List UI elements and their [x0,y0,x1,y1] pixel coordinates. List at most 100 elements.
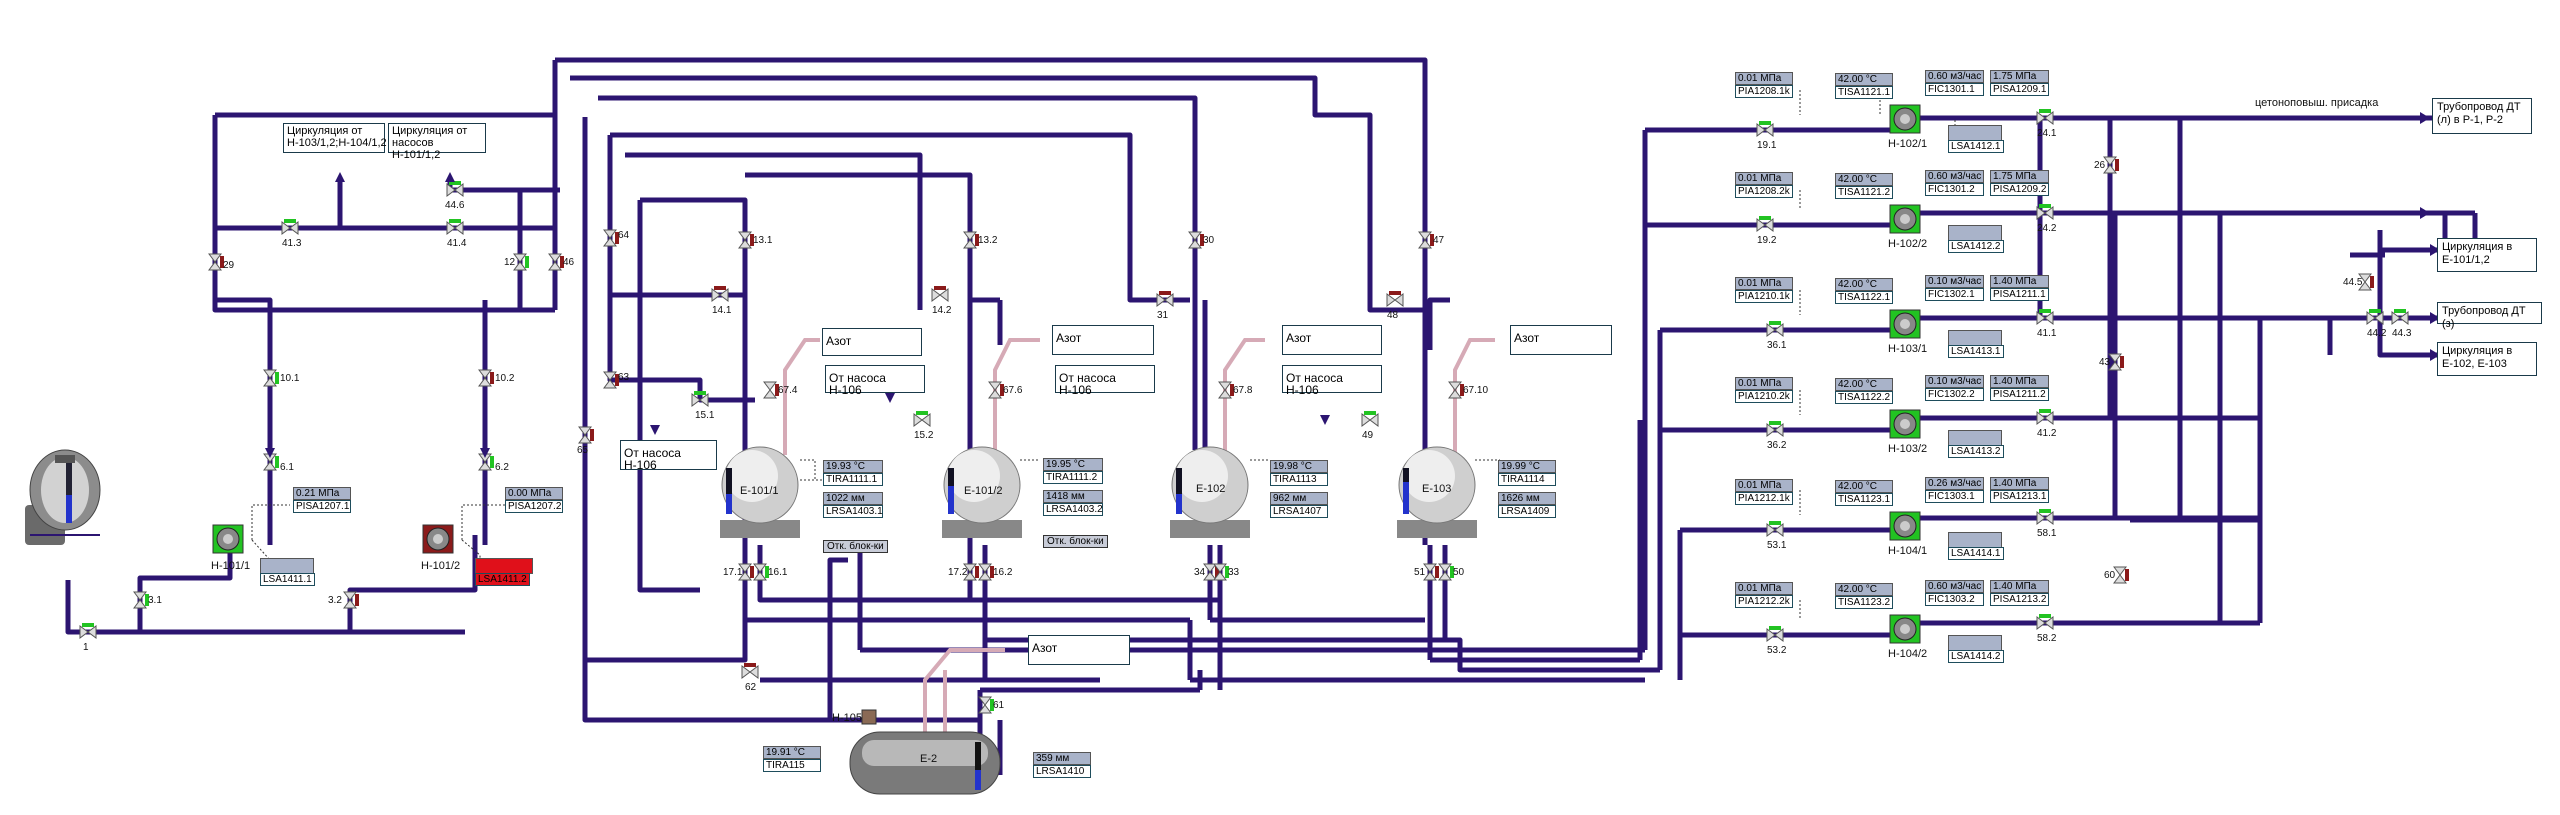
interlock-off-2[interactable]: Отк. блок-ки [1043,535,1108,548]
valve-v1-body[interactable] [79,625,97,639]
pump-hub-icon [1900,319,1910,329]
valve-v3_1-body[interactable] [133,591,147,609]
valve-v64-label: 64 [618,230,630,241]
valve-v47-body[interactable] [1418,231,1432,249]
vessel-e102 [1170,446,1250,538]
valve-v13_2-body[interactable] [963,231,977,249]
valve-v49-body[interactable] [1361,413,1379,427]
valve-v15_2-state [916,411,928,415]
pump-h101-2-name: Н-101/2 [421,560,461,572]
output-pipeline-z-label: Трубопровод ДТ (з) [2442,305,2526,330]
valve-v17_1-label: 17.1 [723,567,743,578]
valve-v29-body[interactable] [208,253,222,271]
tank-truck [25,449,101,545]
valve-v15_2-body[interactable] [913,413,931,427]
valve-v62-body[interactable] [741,665,759,679]
valve-v53_1-body[interactable] [1766,523,1784,537]
valve-v24_2-body[interactable] [2036,206,2054,220]
valve-v24_1-body[interactable] [2036,111,2054,125]
valve-v46-state [560,256,564,268]
valve-v44_2-label: 44.2 [2367,328,2387,339]
valve-v47-label: 47 [1433,235,1445,246]
valve-v41_3-body[interactable] [281,221,299,235]
valve-v53_2-body[interactable] [1766,628,1784,642]
tank-e101-1-name: Е-101/1 [740,485,779,497]
level-h101-2-alarm [475,558,533,574]
output-pipeline-z[interactable]: Трубопровод ДТ (з) [2437,302,2542,330]
output-circ-e102[interactable]: Циркуляция в Е-102, Е-103 [2437,342,2537,376]
pump-hub-icon [1900,114,1910,124]
valve-v67_8-body[interactable] [1218,381,1232,399]
valve-v44_5-body[interactable] [2358,273,2372,291]
valve-v29-state [220,256,224,268]
valve-v63-body[interactable] [603,371,617,389]
valve-v36_1-body[interactable] [1766,323,1784,337]
valve-v44_6-state [449,181,461,185]
valve-v58_1-body[interactable] [2036,511,2054,525]
valve-v3_2-body[interactable] [343,591,357,609]
valve-v14_2-state [934,286,946,290]
valve-v67_6-body[interactable] [988,381,1002,399]
valve-v61-state [990,699,994,711]
valve-v44_3-body[interactable] [2391,311,2409,325]
valve-v51-body[interactable] [1423,563,1437,581]
valve-v48-body[interactable] [1386,293,1404,307]
output-pipeline-p[interactable]: Трубопровод ДТ (л) в Р-1, Р-2 [2432,98,2532,134]
valve-v12-body[interactable] [513,253,527,271]
valve-v36_2-body[interactable] [1766,423,1784,437]
valve-v13_1-body[interactable] [738,231,752,249]
valve-v65-body[interactable] [578,426,592,444]
valve-v16_1-body[interactable] [753,563,767,581]
pump-1-level-bar [1948,225,2002,241]
valve-v16_2-body[interactable] [978,563,992,581]
valve-v41_4-body[interactable] [446,221,464,235]
circ-h103-label: Циркуляция от Н-103/1,2;Н-104/1,2 [283,123,387,153]
valve-v43-body[interactable] [2108,353,2122,371]
valve-v50-body[interactable] [1438,563,1452,581]
valve-v41_4-label: 41.4 [447,238,467,249]
valve-v67_10-body[interactable] [1448,381,1462,399]
output-circ-e101[interactable]: Циркуляция в Е-101/1,2 [2437,238,2537,272]
valve-v15_1-body[interactable] [691,393,709,407]
valve-v61-body[interactable] [978,696,992,714]
valve-v14_1-body[interactable] [711,288,729,302]
valve-v17_1-body[interactable] [738,563,752,581]
valve-v41_2-body[interactable] [2036,411,2054,425]
interlock-off-1[interactable]: Отк. блок-ки [823,540,888,553]
valve-v67_4-body[interactable] [763,381,777,399]
pump-4-level-bar [1948,532,2002,548]
valve-v19_2-body[interactable] [1756,218,1774,232]
valve-v44_6-body[interactable] [446,183,464,197]
valve-v58_2-body[interactable] [2036,616,2054,630]
valve-v14_2-body[interactable] [931,288,949,302]
valve-v10_2-body[interactable] [478,369,492,387]
valve-v10_1-body[interactable] [263,369,277,387]
valve-v26-body[interactable] [2103,156,2117,174]
valve-v44_2-body[interactable] [2366,311,2384,325]
valve-v31-body[interactable] [1156,293,1174,307]
valve-v34-body[interactable] [1203,563,1217,581]
valve-v44_3-label: 44.3 [2392,328,2412,339]
valve-v30-body[interactable] [1188,231,1202,249]
valve-v33-body[interactable] [1213,563,1227,581]
valve-v53_1-label: 53.1 [1767,540,1787,551]
valve-v64-body[interactable] [603,229,617,247]
valve-v60-body[interactable] [2113,566,2127,584]
valve-v41_1-body[interactable] [2036,311,2054,325]
output-circ-e101-label: Циркуляция в Е-101/1,2 [2442,241,2513,266]
valve-v24_1-state [2039,109,2051,113]
valve-v31-label: 31 [1157,310,1169,321]
level-h101-2-tag: LSA1411.2 [475,573,530,586]
valve-v46-body[interactable] [548,253,562,271]
valve-v19_1-body[interactable] [1756,123,1774,137]
valve-v47-state [1430,234,1434,246]
valve-v17_2-body[interactable] [963,563,977,581]
pump-2-name: Н-103/1 [1888,343,1928,355]
